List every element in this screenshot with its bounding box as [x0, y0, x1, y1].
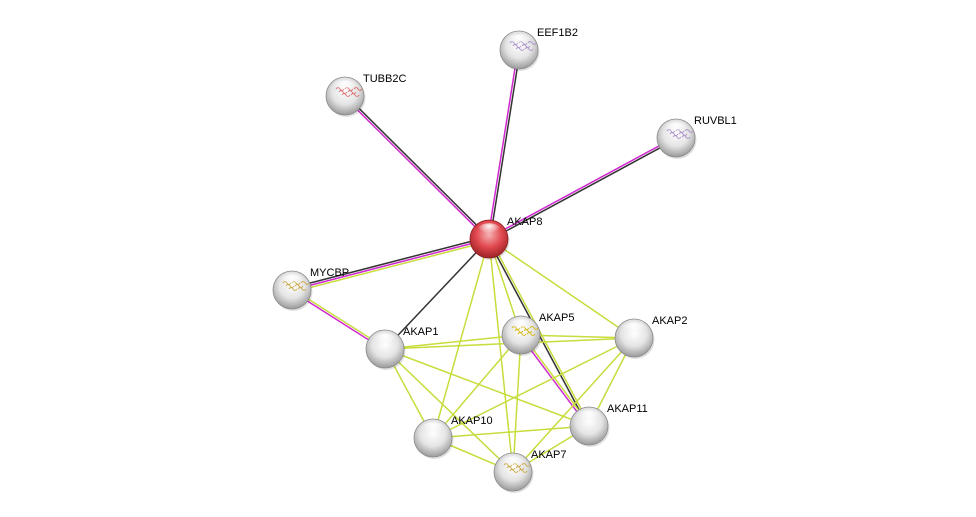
edge-strand-experiments [488, 136, 676, 239]
node-akap8[interactable]: AKAP8 [469, 216, 542, 260]
edge-strand-textmining [384, 348, 514, 473]
node-highlight [280, 274, 304, 289]
edge-akap8-akap1[interactable] [384, 238, 490, 350]
node-ruvbl1[interactable]: RUVBL1 [656, 115, 737, 159]
edge-strand-experiments [487, 49, 519, 239]
node-akap11[interactable]: AKAP11 [569, 403, 648, 447]
edge-akap1-akap5[interactable] [384, 334, 522, 350]
node-label-akap1: AKAP1 [403, 326, 438, 338]
edge-akap8-ruvbl1[interactable] [488, 136, 677, 241]
edge-strand-textmining [488, 238, 635, 339]
edge-akap10-akap11[interactable] [432, 425, 590, 439]
node-label-eef1b2: EEF1B2 [537, 27, 578, 39]
edge-strand-textmining [432, 337, 635, 439]
edge-strand-textmining [488, 238, 514, 473]
node-highlight [507, 34, 531, 49]
edge-akap2-akap7[interactable] [512, 337, 635, 473]
node-label-akap2: AKAP2 [652, 315, 687, 327]
edge-strand-textmining [432, 425, 590, 439]
edge-strand-textmining [432, 334, 522, 439]
node-highlight [333, 80, 357, 95]
node-eef1b2[interactable]: EEF1B2 [499, 27, 578, 71]
node-label-akap8: AKAP8 [507, 216, 542, 228]
node-highlight [501, 456, 525, 471]
edge-akap5-akap7[interactable] [512, 334, 522, 473]
node-akap1[interactable]: AKAP1 [365, 326, 438, 370]
node-akap2[interactable]: AKAP2 [614, 315, 687, 359]
edge-strand-experiments [291, 238, 490, 291]
node-akap10[interactable]: AKAP10 [413, 415, 493, 459]
edge-strand-textmining [384, 348, 590, 427]
node-highlight [509, 319, 533, 334]
edge-strand-coexpression [291, 236, 489, 289]
node-tubb2c[interactable]: TUBB2C [325, 73, 406, 117]
node-highlight [373, 333, 397, 348]
edge-strand-textmining [512, 337, 635, 473]
edge-strand-coexpression [489, 138, 677, 241]
node-mycbp[interactable]: MYCBP [272, 267, 349, 311]
edge-akap5-akap10[interactable] [432, 334, 522, 439]
node-highlight [622, 322, 646, 337]
edge-akap8-tubb2c[interactable] [343, 94, 491, 241]
edge-akap2-akap10[interactable] [432, 337, 635, 439]
edge-strand-coexpression [489, 50, 521, 240]
node-label-akap7: AKAP7 [531, 449, 566, 461]
edge-akap1-akap11[interactable] [384, 348, 590, 427]
edge-akap1-akap7[interactable] [384, 348, 514, 473]
node-label-akap5: AKAP5 [539, 312, 574, 324]
node-akap5[interactable]: AKAP5 [501, 312, 574, 356]
node-highlight [577, 410, 601, 425]
node-label-tubb2c: TUBB2C [363, 73, 406, 85]
node-label-mycbp: MYCBP [310, 267, 349, 279]
node-highlight [477, 223, 501, 238]
edge-strand-experiments [343, 96, 489, 241]
node-highlight [664, 122, 688, 137]
edge-strand-textmining [512, 334, 522, 473]
node-label-ruvbl1: RUVBL1 [694, 115, 737, 127]
node-akap7[interactable]: AKAP7 [493, 449, 566, 493]
edge-strand-coexpression [384, 238, 490, 350]
node-highlight [421, 422, 445, 437]
edge-strand-coexpression [345, 94, 491, 239]
edge-akap8-eef1b2[interactable] [487, 49, 521, 240]
edge-strand-textmining [384, 334, 522, 350]
edge-akap8-akap2[interactable] [488, 238, 635, 339]
edge-strand-textmining [292, 240, 490, 293]
edge-akap8-akap7[interactable] [488, 238, 514, 473]
edge-akap8-mycbp[interactable] [291, 236, 490, 293]
node-label-akap11: AKAP11 [607, 403, 648, 415]
node-label-akap10: AKAP10 [451, 415, 493, 427]
